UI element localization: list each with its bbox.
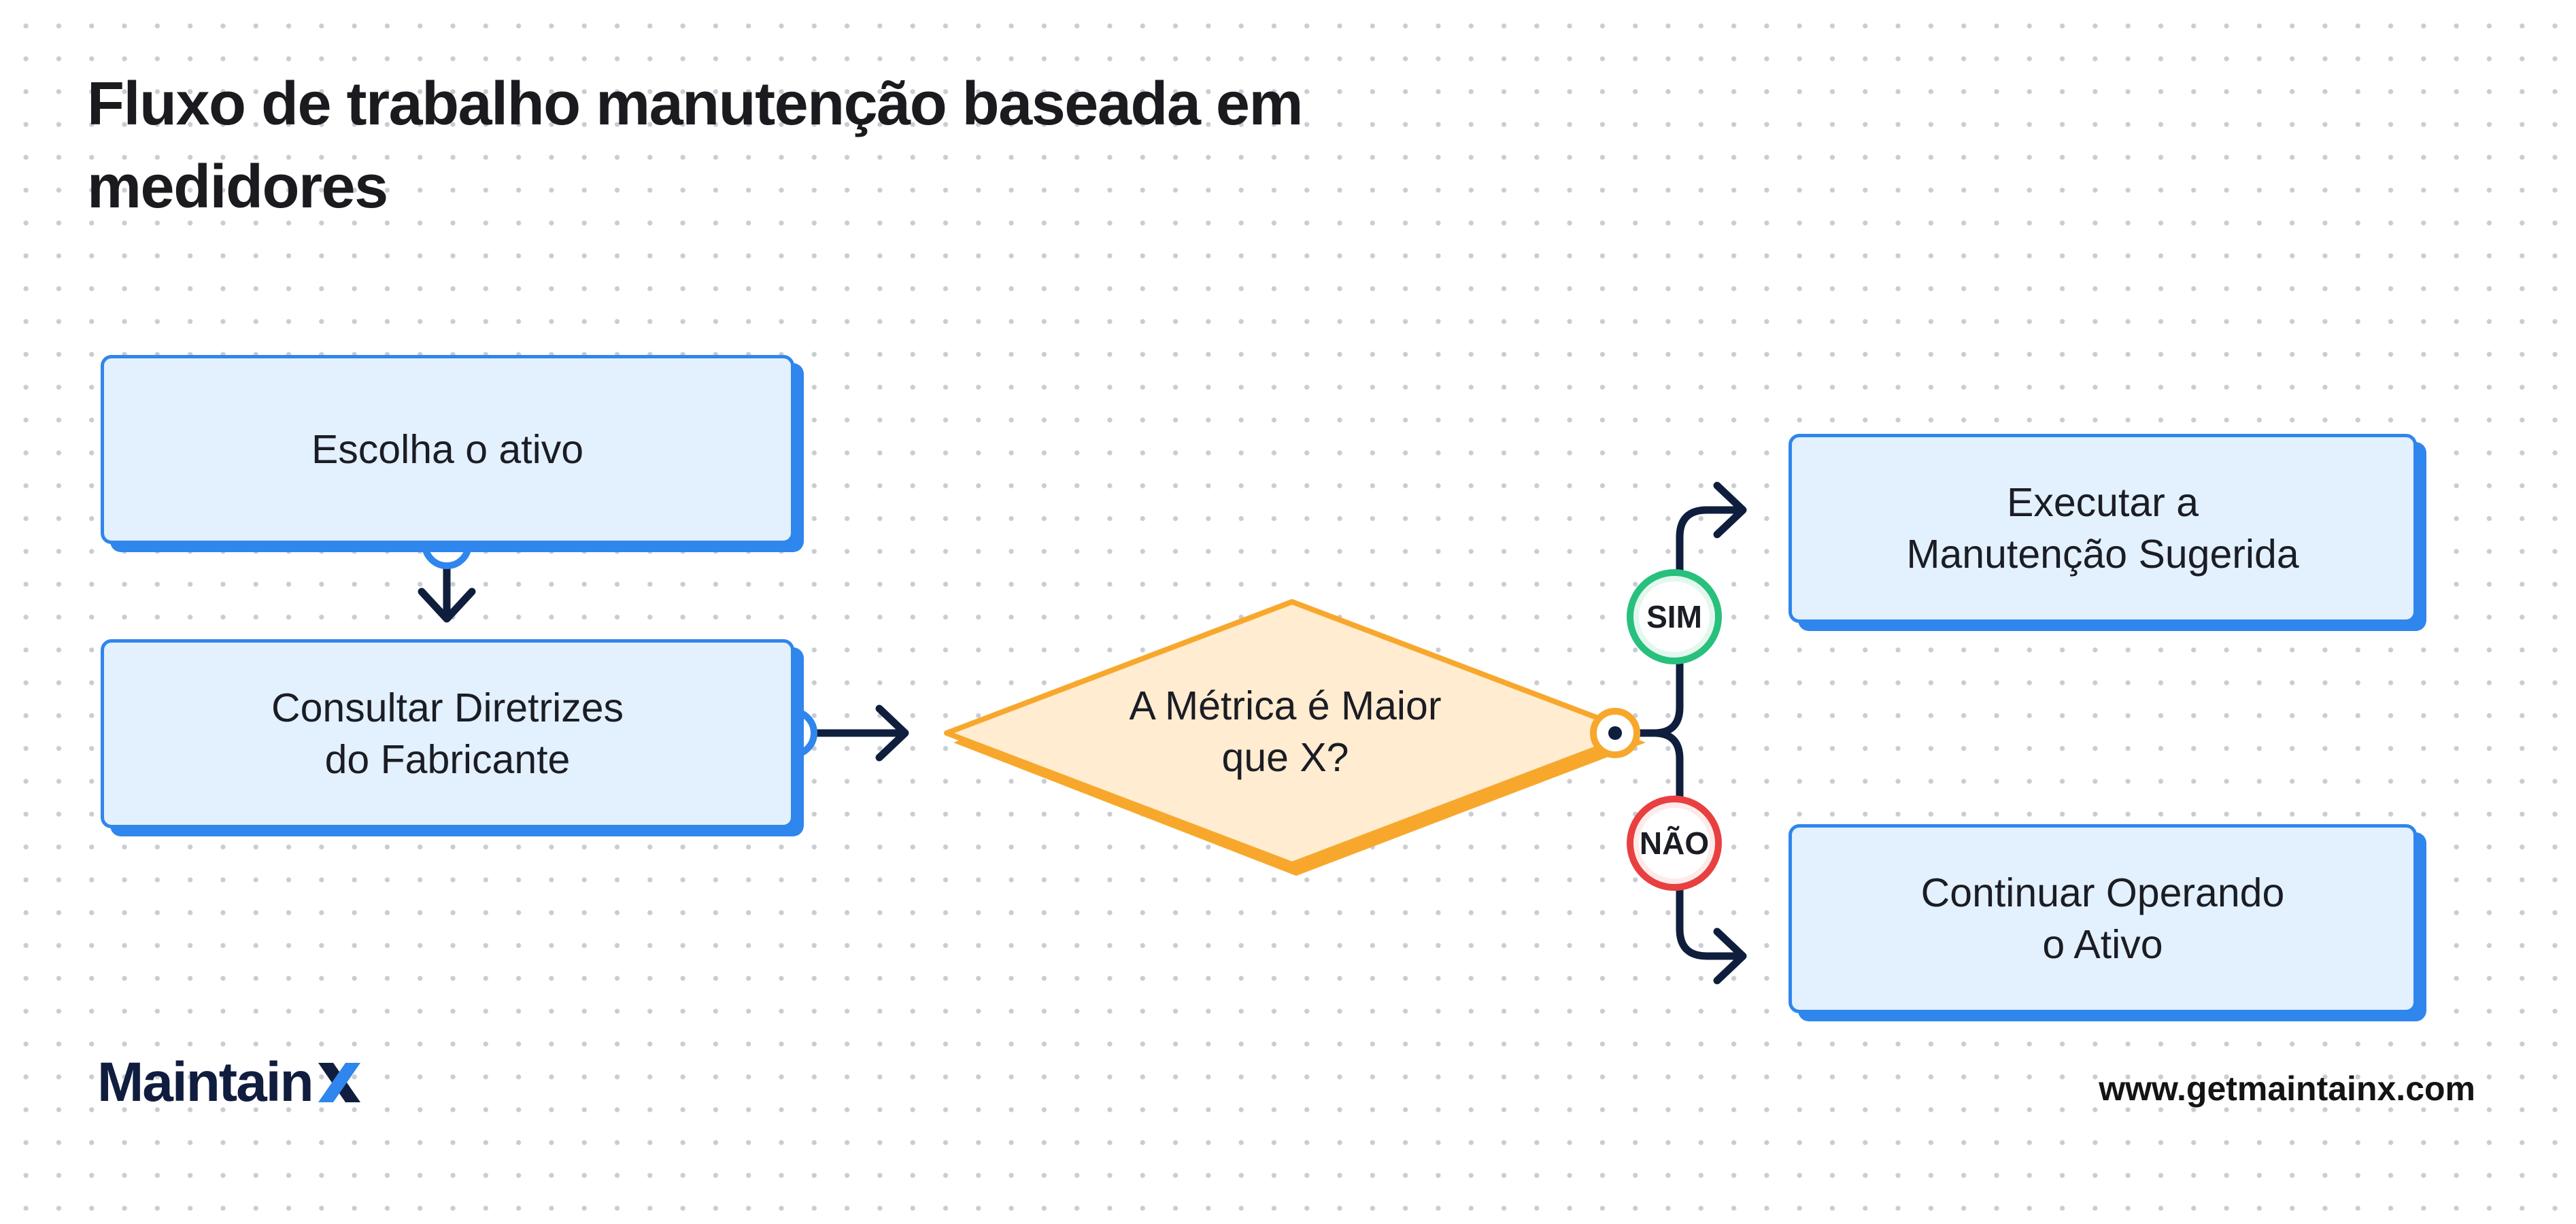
branch-yes-badge: SIM [1627,569,1722,664]
node-continue-operating-label: Continuar Operando o Ativo [1920,870,2285,967]
node-execute-maintenance: Executar a Manutenção Sugerida [1789,434,2417,623]
branch-no-label: NÃO [1639,826,1710,861]
node-choose-asset: Escolha o ativo [101,355,794,544]
decision-label: A Métrica é Maior que X? [1129,683,1442,780]
maintainx-logo: Maintain [97,1051,362,1115]
node-choose-asset-label: Escolha o ativo [311,427,584,472]
decision-branches [1590,481,1747,985]
node-consult-guidelines: Consultar Diretrizes do Fabricante [101,639,794,828]
diagram-title: Fluxo de trabalho manutenção baseada em … [87,70,1303,221]
branch-yes-label: SIM [1646,599,1702,634]
brand-x-icon [318,1063,360,1102]
branch-no-badge: NÃO [1627,796,1722,891]
node-consult-guidelines-label: Consultar Diretrizes do Fabricante [271,685,624,782]
node-execute-maintenance-label: Executar a Manutenção Sugerida [1906,480,2299,577]
footer-url: www.getmaintainx.com [2099,1070,2475,1108]
brand-wordmark: Maintain [97,1051,314,1113]
node-continue-operating: Continuar Operando o Ativo [1789,824,2417,1013]
